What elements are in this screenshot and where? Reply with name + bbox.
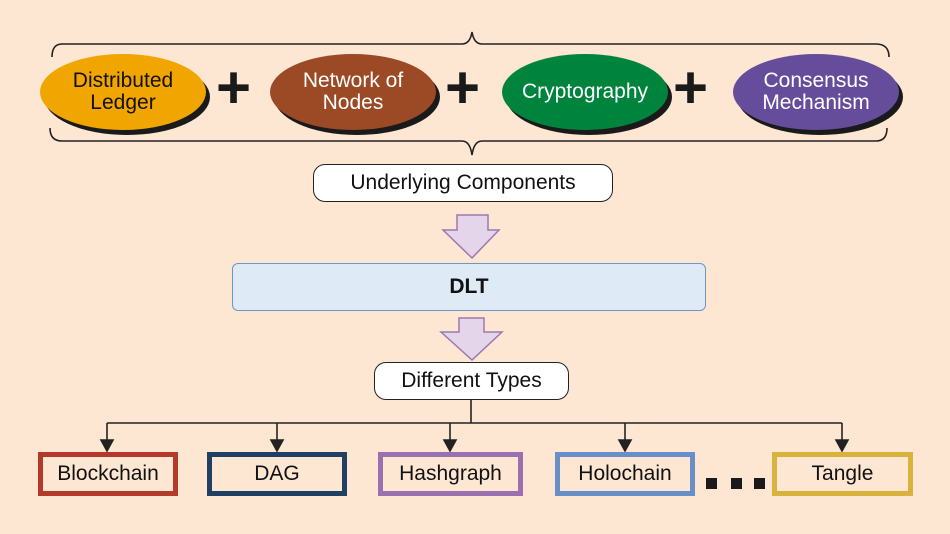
dlt-box: DLT: [232, 263, 706, 311]
plus-icon: +: [445, 54, 481, 121]
tree-arrows: [99, 423, 850, 453]
underlying-components-label: Underlying Components: [313, 164, 613, 202]
dlt-label: DLT: [449, 275, 489, 298]
component-label: Cryptography: [521, 80, 649, 103]
down-arrow-1: [441, 214, 501, 260]
type-holochain: Holochain: [555, 452, 695, 496]
type-tangle: Tangle: [772, 452, 913, 496]
type-blockchain: Blockchain: [38, 452, 178, 496]
top-brace: [51, 31, 890, 58]
down-arrow-2: [439, 317, 504, 362]
bottom-brace: [49, 127, 888, 156]
different-types-label: Different Types: [374, 362, 569, 400]
type-dag: DAG: [207, 452, 347, 496]
type-hashgraph: Hashgraph: [378, 452, 523, 496]
plus-icon: +: [216, 54, 252, 121]
plus-icon: +: [673, 54, 709, 121]
component-cryptography: Cryptography: [502, 54, 668, 130]
